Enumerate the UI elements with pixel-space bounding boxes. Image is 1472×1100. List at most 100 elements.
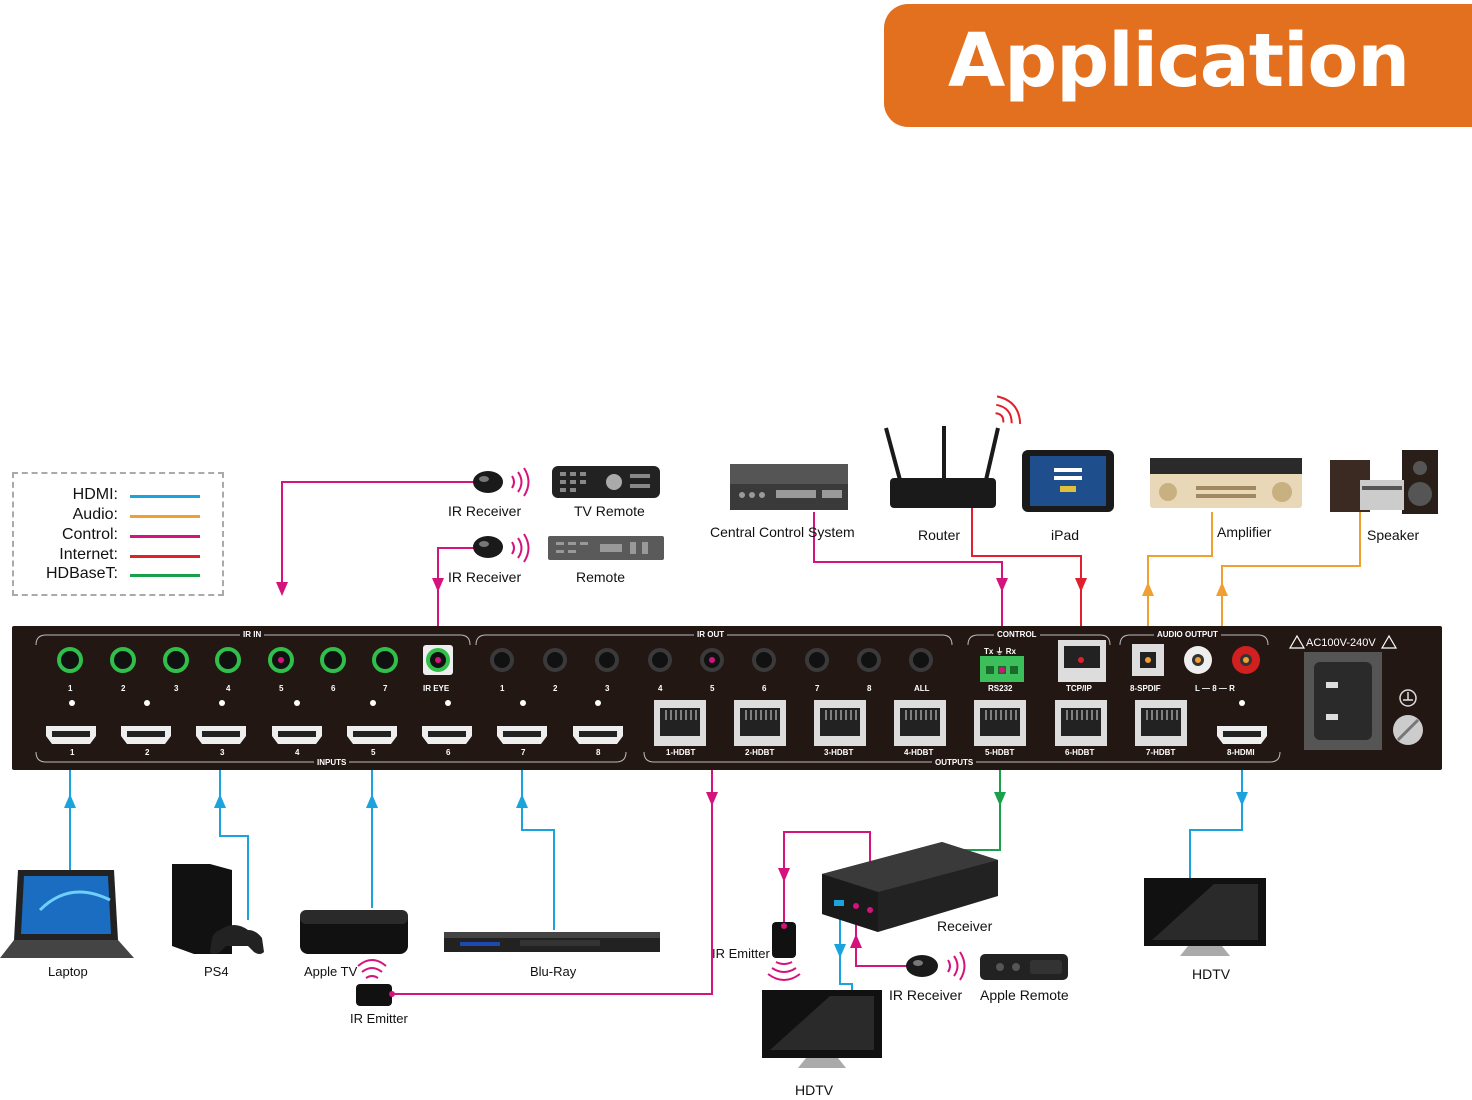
ir-in-label: 4 [226,684,231,693]
tcpip-label: TCP/IP [1066,684,1092,693]
legend-label-internet: Internet: [59,546,118,563]
label-amplifier: Amplifier [1217,524,1272,540]
output-label: 2-HDBT [745,748,775,757]
label-hdtv-bottom: HDTV [795,1082,834,1098]
label-ir-emitter-right: IR Emitter [712,946,770,961]
rs232-label: RS232 [988,684,1013,693]
wire-hdmi-hdtv-right [1189,742,1243,880]
arrow-bluray [516,794,528,808]
label-ir-receiver-top: IR Receiver [448,503,522,519]
label-bluray: Blu-Ray [530,964,577,979]
legend-label-audio: Audio: [72,506,118,523]
ir-in-label: IR EYE [423,684,450,693]
wire-control-ir-out-5 [392,660,713,995]
label-ps4: PS4 [204,964,229,979]
rs232-pins-label: Tx ⏚ Rx [984,647,1017,656]
wifi-signal-icon [357,959,387,979]
ir-out-label: 5 [710,684,715,693]
ps4-icon [172,864,264,954]
input-label: 6 [446,748,451,757]
output-label: 7-HDBT [1146,748,1176,757]
ir-in-label: 5 [279,684,284,693]
wire-control-rs232 [813,512,1003,662]
legend-line-hdbaset [130,574,200,577]
power-socket-icon [1304,652,1382,750]
wire-hdmi-ps4 [219,742,249,920]
input-label: 1 [70,748,75,757]
hdmi-input-ports [46,726,623,744]
legend-line-control [130,535,200,538]
output-label: 4-HDBT [904,748,934,757]
arrow-tcpip [1075,578,1087,592]
wire-hdmi-bluray [521,742,555,930]
ir-out-label: 3 [605,684,610,693]
laptop-icon [0,870,134,958]
wire-control-ir-receiver-bottom [855,912,908,967]
ir-out-label: ALL [914,684,930,693]
group-label-ir-out: IR OUT [694,630,728,639]
page-title: Application [948,18,1410,104]
ir-out-label: 6 [762,684,767,693]
warning-triangle-icon [1288,634,1398,649]
label-ir-receiver-bottom: IR Receiver [889,987,963,1003]
group-label-control: CONTROL [994,630,1040,639]
input-label: 5 [371,748,376,757]
label-ipad: iPad [1051,527,1080,543]
speaker-icon [1330,450,1438,514]
arrow-audio-spdif [1142,582,1154,596]
ir-in-label: 7 [383,684,388,693]
tcpip-port-icon [1058,640,1106,682]
hdtv-bottom-icon [762,990,882,1068]
label-ir-emitter-bottom: IR Emitter [350,1011,408,1026]
output-label: 6-HDBT [1065,748,1095,757]
label-remote: Remote [576,569,626,585]
group-label-inputs: INPUTS [314,758,350,767]
arrow-hdtv-bottom [834,944,846,958]
label-receiver: Receiver [937,918,993,934]
wire-audio-amplifier [1147,512,1213,646]
legend-line-audio [130,515,200,518]
output-label: 5-HDBT [985,748,1015,757]
input-label: 2 [145,748,150,757]
router-icon [884,395,1022,508]
wire-internet-tcpip [971,508,1082,660]
spdif-port-icon [1132,644,1164,676]
output-label: 3-HDBT [824,748,854,757]
legend-label-hdbaset: HDBaseT: [45,565,118,582]
amplifier-icon [1150,458,1302,508]
central-control-icon [730,464,848,510]
apple-tv-icon [300,910,408,954]
wire-control-ir-eye [437,547,478,644]
label-apple-tv: Apple TV [304,964,358,979]
legend-label-control: Control: [61,526,118,543]
arrow-ir-eye [432,578,444,592]
ir-receiver-bottom-icon [906,951,966,981]
ground-screw-icon [1393,689,1423,745]
arrow-ps4 [214,794,226,808]
ir-receiver-top-icon [473,467,530,497]
label-tv-remote: TV Remote [574,503,645,519]
wire-control-ir-in-5 [281,481,478,588]
wire-hdbaset-receiver [956,742,1001,851]
output-label: 1-HDBT [666,748,696,757]
arrow-audio-analog [1216,582,1228,596]
ir-out-label: 1 [500,684,505,693]
label-ir-receiver-mid: IR Receiver [448,569,522,585]
receiver-icon [822,842,998,932]
arrow-ir-in-5 [276,582,288,596]
group-label-audio-output: AUDIO OUTPUT [1154,630,1221,639]
label-central-control: Central Control System [710,524,855,540]
arrow-appletv [366,794,378,808]
input-leds [69,700,1245,706]
label-apple-remote: Apple Remote [980,987,1069,1003]
legend-line-internet [130,555,200,558]
apple-remote-icon [980,954,1068,980]
analog-audio-label: L — 8 — R [1195,684,1235,693]
ir-in-label: 1 [68,684,73,693]
input-label: 4 [295,748,300,757]
ir-emitter-bottom-icon [356,984,395,1006]
hdbaset-output-ports [654,700,1187,746]
input-label: 8 [596,748,601,757]
ir-receiver-mid-icon [473,533,530,563]
